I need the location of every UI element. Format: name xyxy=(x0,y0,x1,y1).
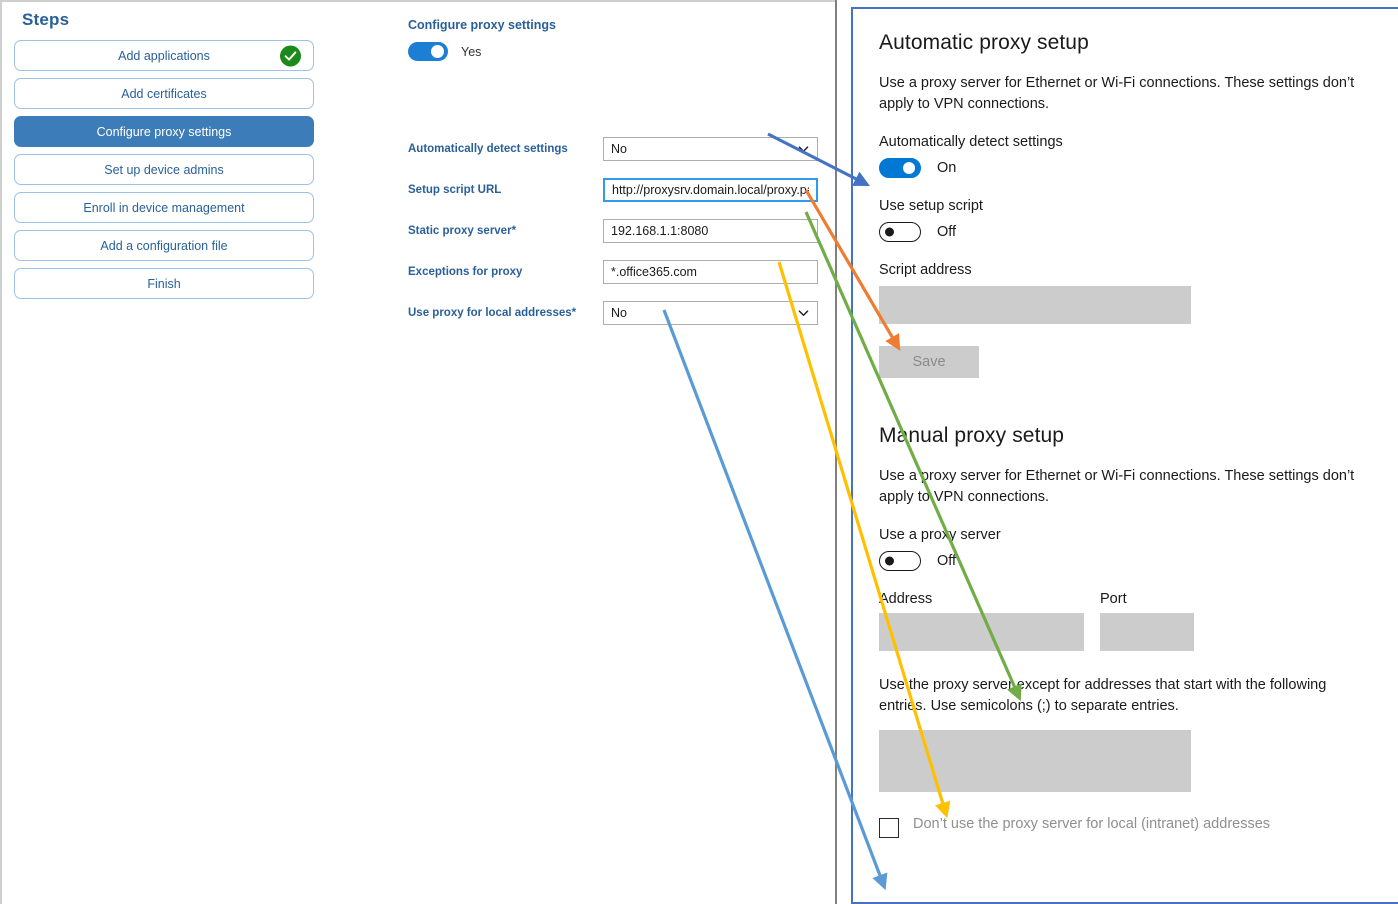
port-column: Port xyxy=(1100,591,1194,652)
address-column: Address xyxy=(879,591,1084,652)
step-label: Finish xyxy=(147,276,181,291)
step-label: Configure proxy settings xyxy=(96,124,232,139)
field-row-use-proxy-for-local-addresses: Use proxy for local addresses* No xyxy=(408,292,828,333)
address-label: Address xyxy=(879,591,933,608)
configure-proxy-toggle[interactable] xyxy=(408,42,448,61)
form-title: Configure proxy settings xyxy=(408,18,556,32)
static-proxy-server-input[interactable]: 192.168.1.1:8080 xyxy=(603,218,818,243)
field-row-setup-script-url: Setup script URL http://proxysrv.domain.… xyxy=(408,169,828,210)
toggle-knob xyxy=(903,162,915,175)
sidebar-item-enroll-in-device-management[interactable]: Enroll in device management xyxy=(14,192,314,223)
field-label: Automatically detect settings xyxy=(408,142,568,155)
field-label: Setup script URL xyxy=(408,183,502,196)
toggle-knob xyxy=(885,556,894,566)
save-button[interactable]: Save xyxy=(879,346,979,379)
exceptions-description: Use the proxy server except for addresse… xyxy=(879,677,1327,714)
setup-script-url-input[interactable]: http://proxysrv.domain.local/proxy.pa xyxy=(603,177,818,202)
use-a-proxy-server-label: Use a proxy server xyxy=(879,527,1001,544)
use-a-proxy-server-state: Off xyxy=(937,553,957,570)
field-label: Use proxy for local addresses* xyxy=(408,306,577,319)
field-row-exceptions-for-proxy: Exceptions for proxy *.office365.com xyxy=(408,251,828,292)
automatic-proxy-setup-heading: Automatic proxy setup xyxy=(879,31,1089,54)
proxy-form-fields: Automatically detect settings No Setup s… xyxy=(408,128,828,333)
required-asterisk: * xyxy=(571,306,577,319)
bypass-local-label: Don’t use the proxy server for local (in… xyxy=(913,816,1271,833)
script-address-label: Script address xyxy=(879,262,972,279)
manual-exceptions-input[interactable] xyxy=(879,730,1191,793)
automatically-detect-settings-toggle-row[interactable]: On xyxy=(879,158,1372,179)
automatically-detect-settings-state: On xyxy=(937,160,957,177)
windows-proxy-settings-panel: Automatic proxy setup Use a proxy server… xyxy=(851,7,1398,904)
manual-proxy-setup-heading: Manual proxy setup xyxy=(879,424,1065,448)
input-value: http://proxysrv.domain.local/proxy.pa xyxy=(612,182,809,197)
automatic-proxy-description: Use a proxy server for Ethernet or Wi-Fi… xyxy=(879,75,1355,112)
input-value: *.office365.com xyxy=(611,264,697,279)
address-port-row: Address Port xyxy=(879,591,1372,652)
window-top-border xyxy=(0,0,836,2)
automatically-detect-settings-toggle[interactable] xyxy=(879,158,921,179)
field-label: Exceptions for proxy xyxy=(408,265,523,278)
manual-proxy-description: Use a proxy server for Ethernet or Wi-Fi… xyxy=(879,468,1355,505)
bypass-local-checkbox[interactable] xyxy=(879,818,899,839)
automatically-detect-settings-label: Automatically detect settings xyxy=(879,134,1063,151)
manual-port-input[interactable] xyxy=(1100,613,1194,652)
proxy-form-header: Configure proxy settings Yes xyxy=(408,18,828,61)
steps-panel: Steps Add applications Add certificates … xyxy=(14,4,314,306)
exceptions-for-proxy-input[interactable]: *.office365.com xyxy=(603,259,818,284)
sidebar-item-configure-proxy-settings[interactable]: Configure proxy settings xyxy=(14,116,314,147)
step-label: Add a configuration file xyxy=(100,238,228,253)
script-address-input[interactable] xyxy=(879,286,1191,325)
bypass-local-row[interactable]: Don’t use the proxy server for local (in… xyxy=(879,816,1372,839)
toggle-knob xyxy=(431,45,444,58)
use-setup-script-toggle[interactable] xyxy=(879,222,921,243)
use-setup-script-state: Off xyxy=(937,224,957,241)
toggle-knob xyxy=(885,227,894,237)
chevron-down-icon xyxy=(798,307,809,318)
sidebar-item-add-a-configuration-file[interactable]: Add a configuration file xyxy=(14,230,314,261)
field-label: Static proxy server* xyxy=(408,224,517,237)
sidebar-item-set-up-device-admins[interactable]: Set up device admins xyxy=(14,154,314,185)
use-setup-script-label: Use setup script xyxy=(879,198,983,215)
use-setup-script-toggle-row[interactable]: Off xyxy=(879,222,1372,243)
automatically-detect-settings-select[interactable]: No xyxy=(603,136,818,161)
sidebar-item-add-applications[interactable]: Add applications xyxy=(14,40,314,71)
steps-title: Steps xyxy=(22,10,70,29)
required-asterisk: * xyxy=(511,224,517,237)
sidebar-item-add-certificates[interactable]: Add certificates xyxy=(14,78,314,109)
use-proxy-for-local-addresses-select[interactable]: No xyxy=(603,300,818,325)
check-circle-icon xyxy=(280,45,301,66)
sidebar-item-finish[interactable]: Finish xyxy=(14,268,314,299)
step-label: Add applications xyxy=(118,48,210,63)
input-value: 192.168.1.1:8080 xyxy=(611,223,709,238)
chevron-down-icon xyxy=(798,143,809,154)
window-left-border xyxy=(0,0,2,904)
field-row-automatically-detect-settings: Automatically detect settings No xyxy=(408,128,828,169)
step-label: Enroll in device management xyxy=(83,200,245,215)
configure-proxy-toggle-row[interactable]: Yes xyxy=(408,42,828,61)
use-a-proxy-server-toggle[interactable] xyxy=(879,551,921,572)
port-label: Port xyxy=(1100,591,1127,608)
panel-divider xyxy=(835,0,837,904)
manual-address-input[interactable] xyxy=(879,613,1084,652)
use-a-proxy-server-toggle-row[interactable]: Off xyxy=(879,551,1372,572)
field-row-static-proxy-server: Static proxy server* 192.168.1.1:8080 xyxy=(408,210,828,251)
select-value: No xyxy=(611,305,627,320)
configure-proxy-toggle-label: Yes xyxy=(461,44,482,59)
select-value: No xyxy=(611,141,627,156)
step-label: Add certificates xyxy=(121,86,207,101)
step-label: Set up device admins xyxy=(104,162,224,177)
